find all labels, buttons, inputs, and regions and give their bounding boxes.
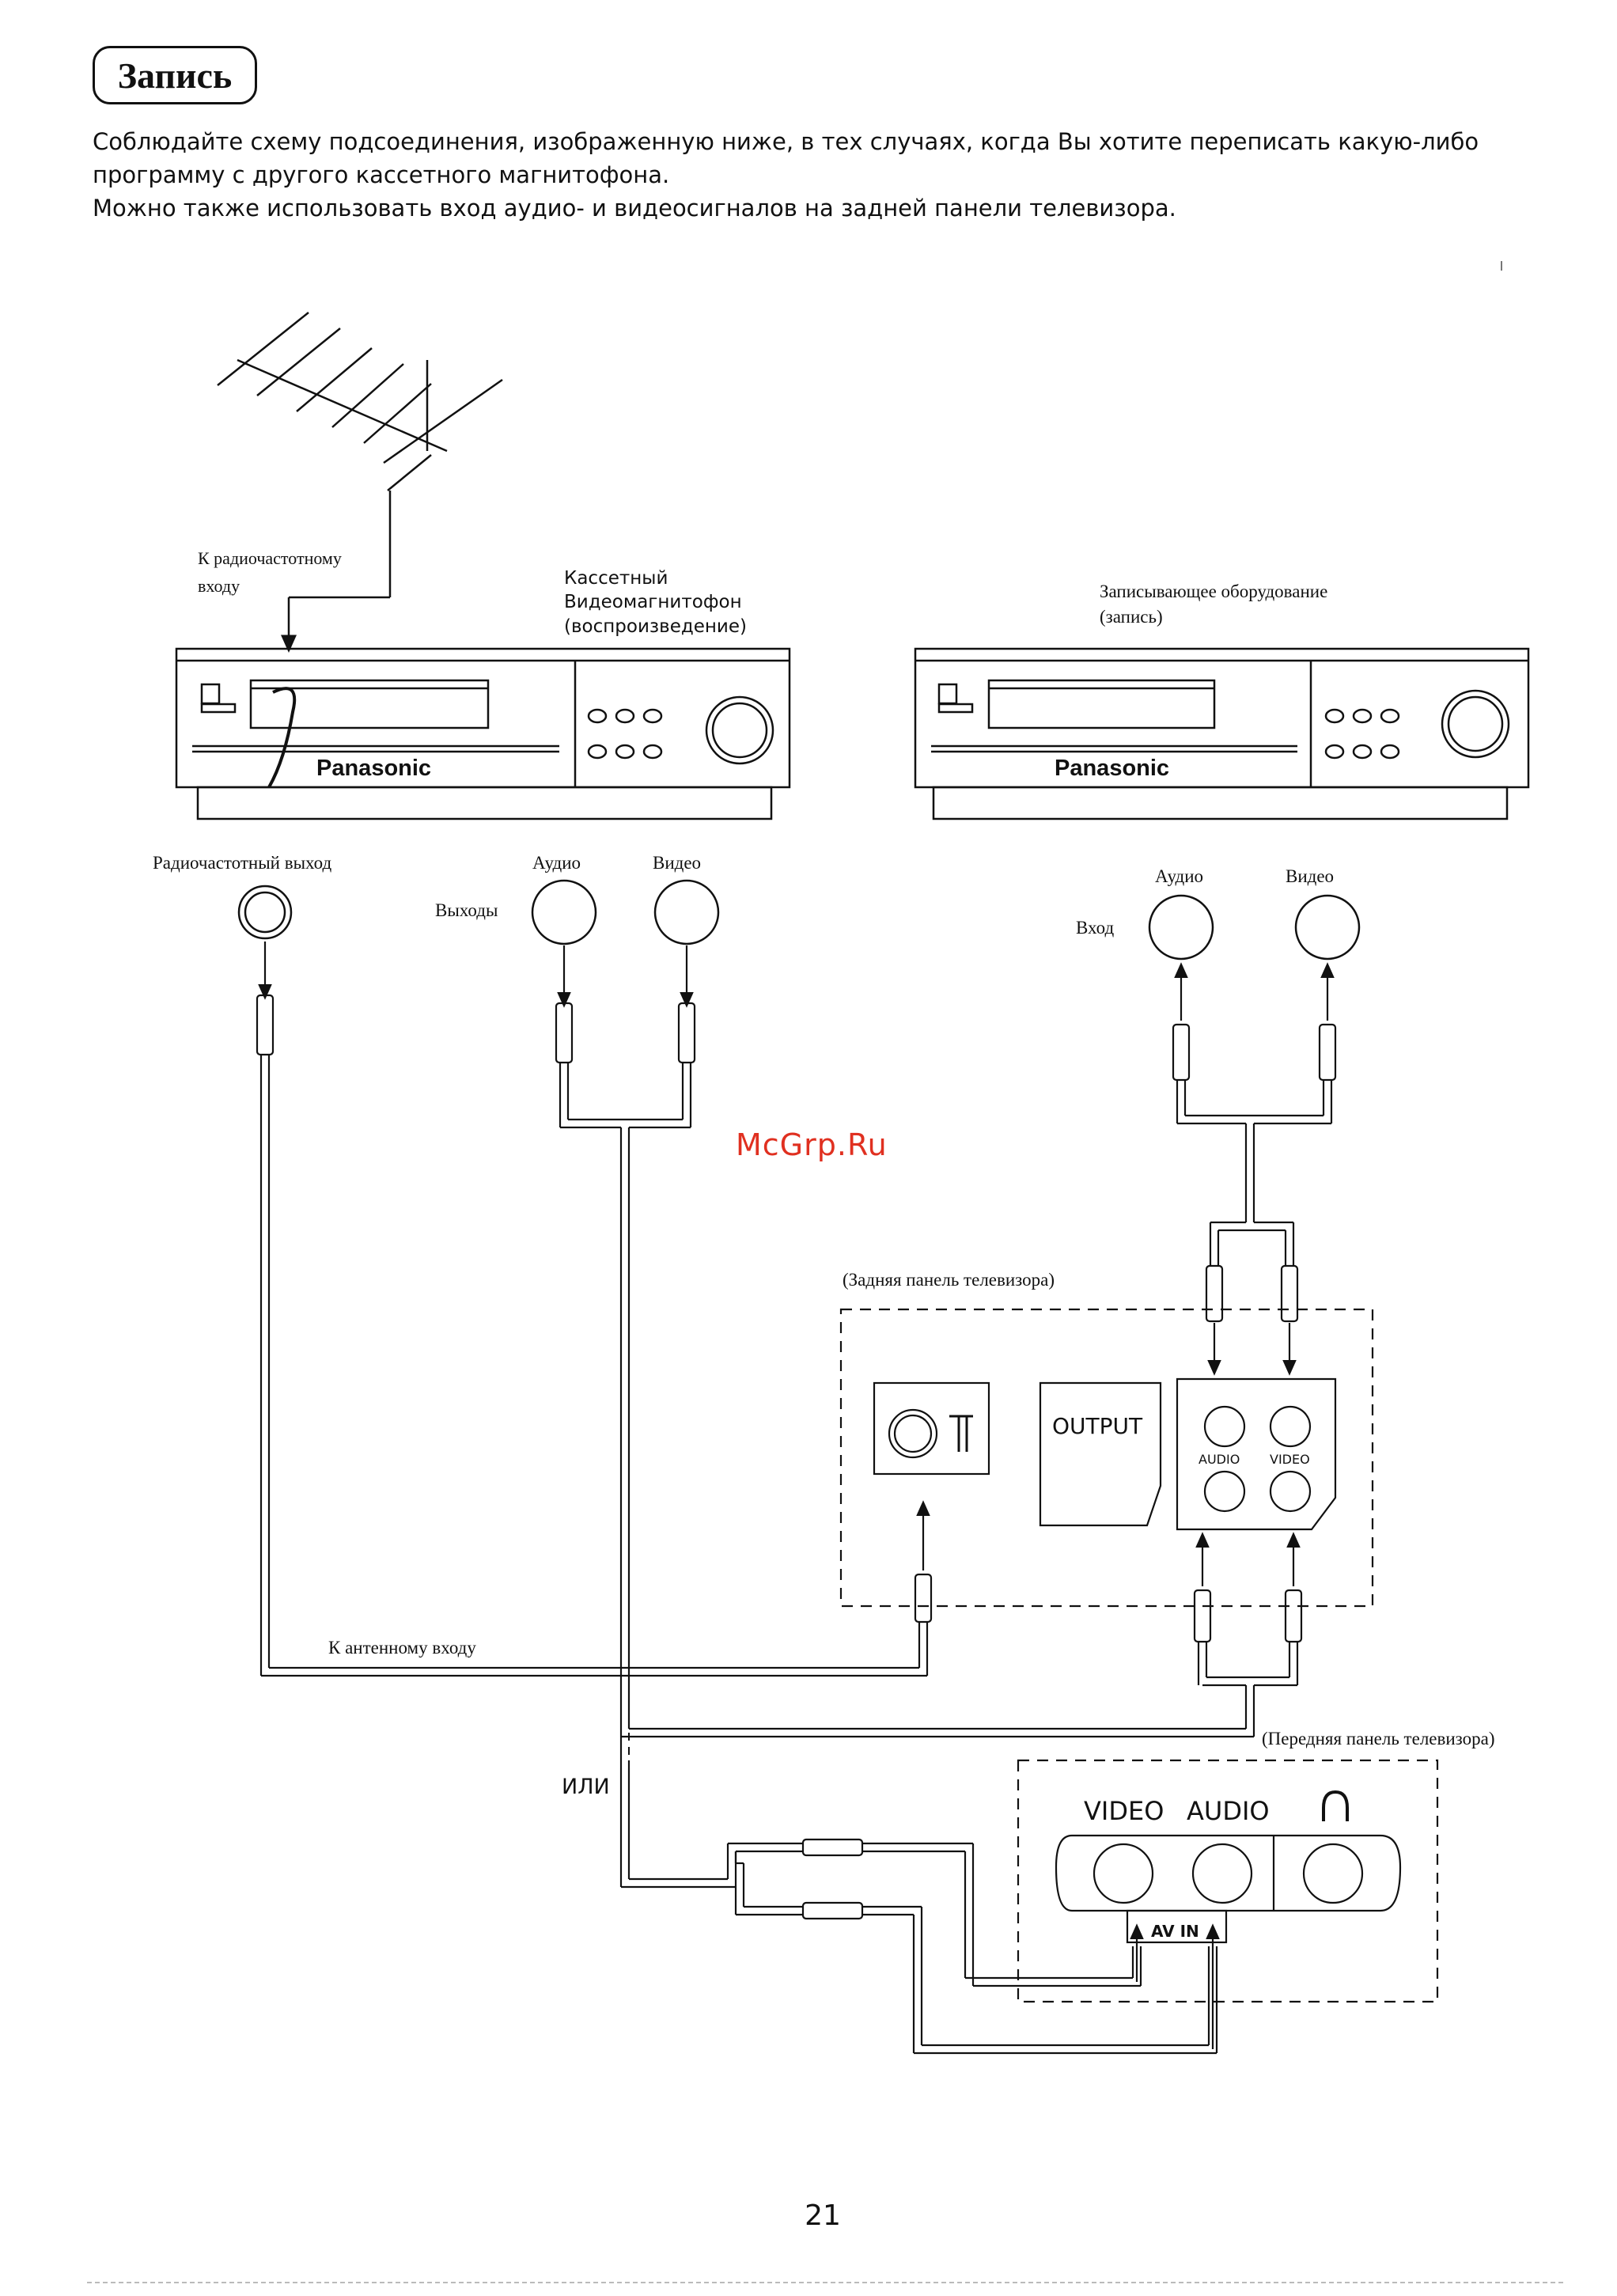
to-rf-input-label-2: входу bbox=[198, 576, 240, 596]
front-audio-label: AUDIO bbox=[1187, 1796, 1270, 1826]
cables bbox=[256, 942, 1337, 2055]
to-antenna-input-label: К антенному входу bbox=[328, 1638, 476, 1658]
tv-front-panel-label: (Передняя панель телевизора) bbox=[1262, 1729, 1495, 1749]
antenna-socket bbox=[873, 1381, 990, 1476]
player-label-1: Кассетный bbox=[564, 568, 668, 589]
tv-rear-panel bbox=[839, 1308, 1374, 1608]
recorder-brand: Panasonic bbox=[1055, 756, 1169, 781]
intro-line-1: Соблюдайте схему подсоединения, изображе… bbox=[93, 128, 1479, 155]
front-audio-jack bbox=[1191, 1843, 1253, 1904]
recorder-label-1: Записывающее оборудование bbox=[1100, 582, 1327, 601]
recorder-video-label: Видео bbox=[1286, 866, 1334, 886]
player-label-2: Видеомагнитофон bbox=[564, 592, 742, 612]
intro-line-3: Можно также использовать вход аудио- и в… bbox=[93, 195, 1176, 222]
or-label: ИЛИ bbox=[562, 1775, 610, 1799]
output-jack bbox=[1039, 1381, 1162, 1527]
antenna-icon bbox=[217, 312, 503, 653]
player-brand: Panasonic bbox=[316, 756, 431, 781]
section-heading-box: Запись bbox=[93, 46, 257, 104]
recording-vcr bbox=[914, 647, 1530, 820]
intro-text: Соблюдайте схему подсоединения, изображе… bbox=[93, 125, 1532, 225]
headphones-icon bbox=[1322, 1790, 1349, 1821]
av-in-label: AV IN bbox=[1151, 1922, 1199, 1941]
rear-audio-label: AUDIO bbox=[1199, 1452, 1240, 1467]
front-video-label: VIDEO bbox=[1084, 1796, 1164, 1826]
page-number: 21 bbox=[805, 2199, 841, 2232]
av-input-block bbox=[1176, 1377, 1337, 1531]
audio-input-jack bbox=[1148, 894, 1214, 960]
player-output-jacks bbox=[237, 879, 720, 945]
video-output-jack bbox=[653, 879, 720, 945]
player-audio-label: Аудио bbox=[532, 853, 581, 873]
section-heading: Запись bbox=[117, 55, 233, 96]
tv-rear-panel-label: (Задняя панель телевизора) bbox=[843, 1270, 1055, 1290]
headphone-jack bbox=[1302, 1843, 1364, 1904]
front-video-jack bbox=[1093, 1843, 1154, 1904]
outputs-label: Выходы bbox=[435, 900, 498, 920]
recorder-audio-label: Аудио bbox=[1155, 866, 1203, 886]
player-label-3: (воспроизведение) bbox=[564, 616, 747, 637]
player-video-label: Видео bbox=[653, 853, 701, 873]
recorder-input-jacks bbox=[1148, 894, 1361, 960]
video-input-jack bbox=[1294, 894, 1361, 960]
audio-output-jack bbox=[531, 879, 597, 945]
output-jack-label: OUTPUT bbox=[1052, 1413, 1143, 1439]
intro-line-2: программу с другого кассетного магнитофо… bbox=[93, 161, 670, 188]
alternative-route-dash bbox=[620, 1733, 630, 1820]
rf-output-jack bbox=[237, 885, 293, 940]
rear-video-label: VIDEO bbox=[1270, 1452, 1310, 1467]
input-label: Вход bbox=[1076, 918, 1114, 938]
playback-vcr bbox=[175, 647, 791, 820]
tv-front-panel bbox=[1017, 1759, 1439, 2003]
recorder-label-2: (запись) bbox=[1100, 607, 1163, 627]
watermark: McGrp.Ru bbox=[736, 1127, 888, 1162]
rf-output-label: Радиочастотный выход bbox=[153, 853, 331, 873]
to-rf-input-label-1: К радиочастотному bbox=[198, 548, 342, 568]
